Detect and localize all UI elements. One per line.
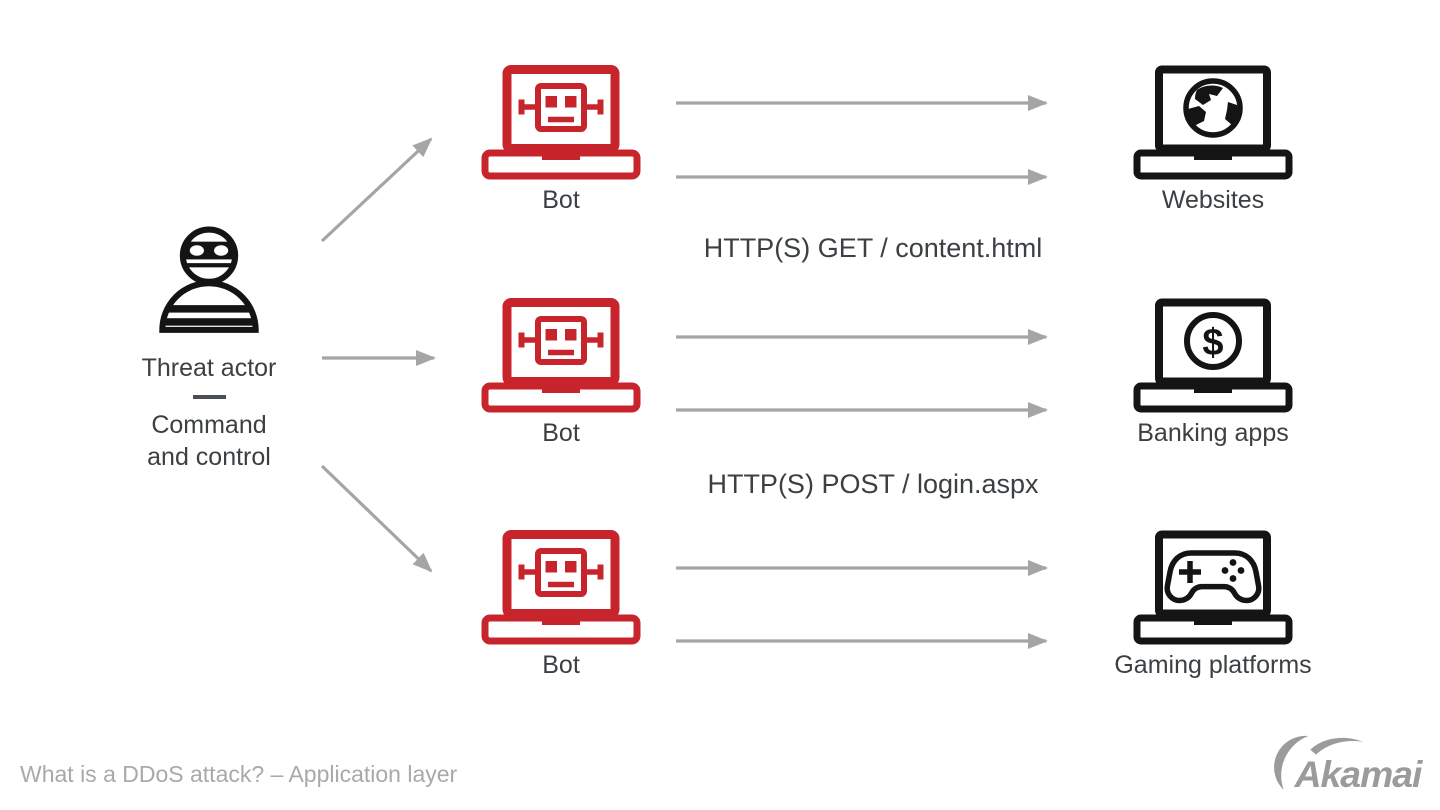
arrow-c2-to-bot-1 xyxy=(320,137,433,243)
threat-actor-label: Threat actor xyxy=(141,354,277,382)
banking-label: Banking apps xyxy=(1137,419,1289,447)
bot-label: Bot xyxy=(542,186,580,214)
bot-laptop-icon xyxy=(481,65,641,180)
divider-line xyxy=(192,395,226,399)
command-control-label: Command and control xyxy=(147,410,271,471)
globe-laptop-icon xyxy=(1133,65,1293,180)
dollar-glyph: $ xyxy=(1202,322,1223,364)
akamai-logo: Akamai xyxy=(1274,735,1424,795)
bot-node-3: Bot xyxy=(481,529,641,679)
akamai-wordmark: Akamai xyxy=(1294,753,1423,795)
bot-node-1: Bot xyxy=(481,64,641,214)
akamai-swoosh-wing xyxy=(1310,737,1364,755)
banking-node: $ Banking apps xyxy=(1133,297,1293,447)
gaming-label: Gaming platforms xyxy=(1114,651,1312,679)
bot-laptop-icon xyxy=(481,530,641,645)
dollar-laptop-icon: $ xyxy=(1133,298,1293,413)
http-post-label: HTTP(S) POST / login.aspx xyxy=(707,469,1039,499)
bot-node-2: Bot xyxy=(481,297,641,447)
akamai-swoosh-crescent xyxy=(1274,735,1309,791)
bot-laptop-icon xyxy=(481,298,641,413)
footer-caption: What is a DDoS attack? – Application lay… xyxy=(20,761,458,787)
websites-label: Websites xyxy=(1161,186,1265,214)
threat-actor-group: Threat actor Command and control xyxy=(99,220,319,473)
arrow-c2-to-bot-3 xyxy=(320,464,433,573)
bot-label: Bot xyxy=(542,419,580,447)
bot-label: Bot xyxy=(542,651,580,679)
websites-node: Websites xyxy=(1133,64,1293,214)
threat-actor-icon xyxy=(159,226,259,333)
gaming-node: Gaming platforms xyxy=(1114,529,1312,679)
gamepad-laptop-icon xyxy=(1133,530,1293,645)
http-get-label: HTTP(S) GET / content.html xyxy=(703,233,1043,263)
